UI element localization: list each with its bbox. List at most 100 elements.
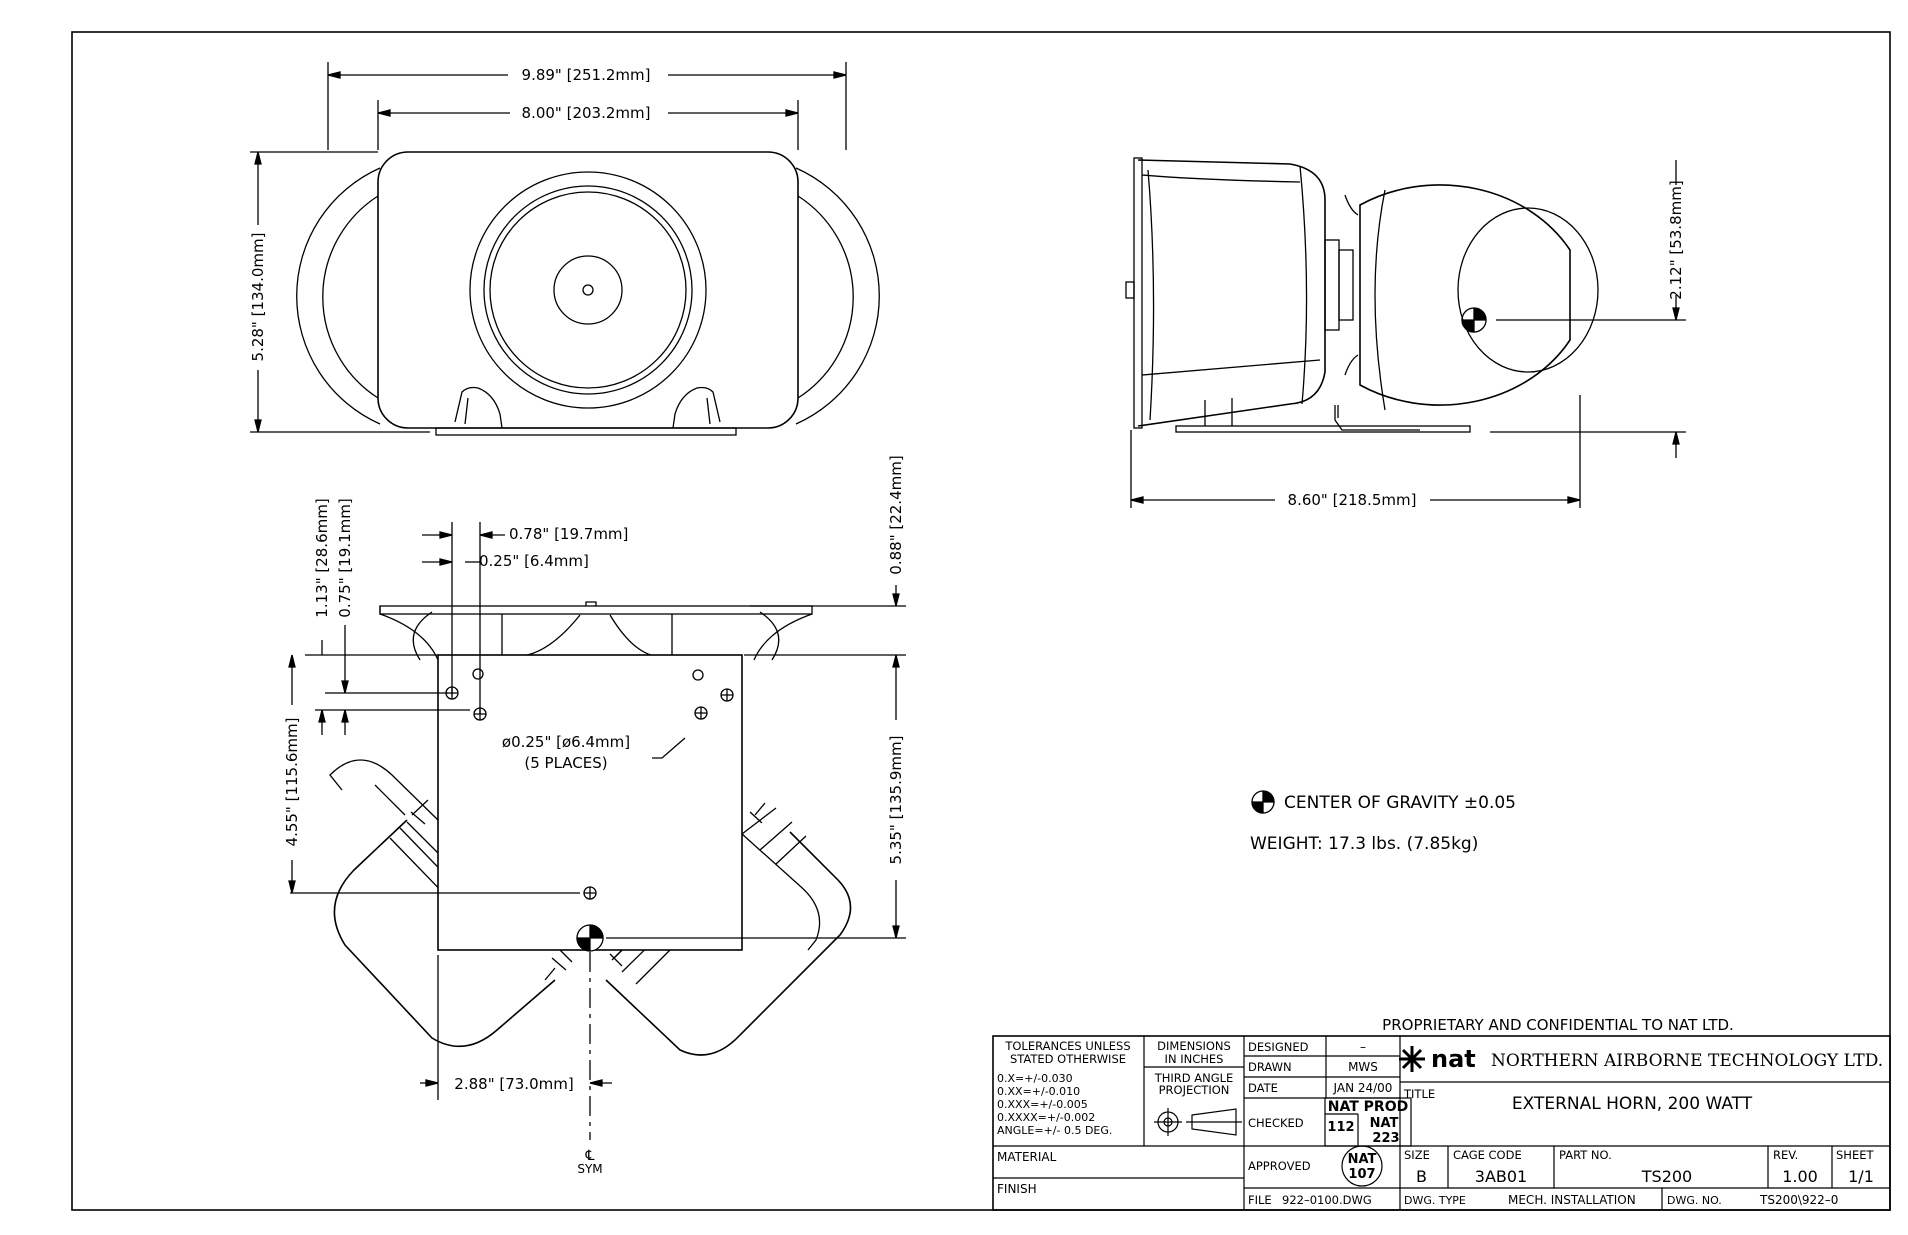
svg-text:3AB01: 3AB01: [1475, 1167, 1527, 1186]
centerline-symbol: ℄: [585, 1148, 595, 1164]
svg-text:1/1: 1/1: [1848, 1167, 1874, 1186]
svg-text:B: B: [1416, 1167, 1427, 1186]
svg-text:THIRD ANGLE: THIRD ANGLE: [1154, 1071, 1234, 1085]
svg-text:JAN 24/00: JAN 24/00: [1333, 1081, 1393, 1095]
dim-hole-x2: 0.25" [6.4mm]: [479, 552, 589, 570]
left-horn-outline: [296, 167, 381, 425]
driver-cap: [1457, 207, 1599, 373]
svg-text:DESIGNED: DESIGNED: [1248, 1040, 1309, 1054]
part-number: TS200: [1641, 1167, 1692, 1186]
bottom-body: [437, 654, 743, 951]
svg-text:1.00: 1.00: [1782, 1167, 1818, 1186]
svg-text:FINISH: FINISH: [997, 1182, 1037, 1196]
front-view-dimensions: [250, 62, 847, 433]
proprietary-notice: PROPRIETARY AND CONFIDENTIAL TO NAT LTD.: [1382, 1016, 1734, 1034]
dim-hole-span: 4.55" [115.6mm]: [283, 718, 301, 847]
bottom-flange: [379, 605, 813, 615]
notes-cg-symbol: [1251, 790, 1275, 814]
projection-symbol: [1154, 1108, 1242, 1136]
svg-text:DWG. NO.: DWG. NO.: [1667, 1194, 1722, 1207]
lower-left-horn: [333, 819, 556, 1048]
hole-callout-line2: (5 PLACES): [524, 754, 607, 772]
approved-stamp: [1341, 1145, 1383, 1187]
stamp-nat-prod: NAT PROD: [1328, 1099, 1408, 1115]
svg-text:TITLE: TITLE: [1403, 1087, 1435, 1101]
title-block: [992, 1035, 1891, 1211]
svg-text:TOLERANCES UNLESS: TOLERANCES UNLESS: [1004, 1039, 1130, 1053]
svg-text:–: –: [1360, 1040, 1366, 1054]
dim-hole-y2: 0.75" [19.1mm]: [336, 498, 354, 617]
speaker-center: [553, 255, 623, 325]
mounting-plate-front: [435, 427, 737, 436]
svg-text:NAT: NAT: [1348, 1152, 1377, 1167]
nat-logo: nat: [1431, 1045, 1476, 1073]
svg-text:223: 223: [1372, 1131, 1399, 1146]
side-view-dimensions: [1130, 160, 1686, 508]
bottom-view: [329, 601, 852, 1056]
driver-housing-side: [1359, 184, 1571, 406]
side-view: [1125, 157, 1599, 433]
nat-logo-icon: [1399, 1046, 1425, 1072]
svg-text:SIZE: SIZE: [1404, 1148, 1430, 1162]
svg-text:DIMENSIONS: DIMENSIONS: [1157, 1039, 1231, 1053]
svg-text:DRAWN: DRAWN: [1248, 1060, 1292, 1074]
svg-text:FILE: FILE: [1248, 1193, 1272, 1207]
dim-overall-width: 9.89" [251.2mm]: [522, 66, 651, 84]
svg-text:MWS: MWS: [1348, 1060, 1378, 1074]
horn-mouth-flange: [1133, 157, 1143, 429]
dim-depth: 8.60" [218.5mm]: [1288, 491, 1417, 509]
svg-text:PROJECTION: PROJECTION: [1159, 1083, 1230, 1097]
drawing-number: TS200\922–0: [1759, 1193, 1838, 1207]
speaker-outer-ring: [469, 171, 707, 409]
checked-stamp: [1324, 1097, 1412, 1147]
svg-text:0.X=+/-0.030: 0.X=+/-0.030: [997, 1072, 1073, 1085]
dim-flange: 0.88" [22.4mm]: [887, 455, 905, 574]
bottom-cg-symbol: [576, 924, 604, 952]
svg-text:SHEET: SHEET: [1836, 1148, 1874, 1162]
dim-cg-offset: 5.35" [135.9mm]: [887, 736, 905, 865]
front-view: [296, 151, 880, 436]
company-name: NORTHERN AIRBORNE TECHNOLOGY LTD.: [1491, 1051, 1883, 1071]
hole-callout-line1: ø0.25" [ø6.4mm]: [502, 733, 630, 751]
svg-text:STATED OTHERWISE: STATED OTHERWISE: [1010, 1052, 1126, 1066]
svg-text:IN INCHES: IN INCHES: [1165, 1052, 1224, 1066]
svg-text:ANGLE=+/- 0.5 DEG.: ANGLE=+/- 0.5 DEG.: [997, 1124, 1112, 1137]
svg-text:CAGE CODE: CAGE CODE: [1453, 1148, 1522, 1162]
svg-text:NAT: NAT: [1370, 1116, 1399, 1131]
svg-text:0.XXXX=+/-0.002: 0.XXXX=+/-0.002: [997, 1111, 1095, 1124]
side-cg-symbol: [1461, 307, 1487, 333]
drawing-title: EXTERNAL HORN, 200 WATT: [1512, 1094, 1753, 1114]
dim-height: 5.28" [134.0mm]: [249, 233, 267, 362]
svg-text:REV.: REV.: [1773, 1148, 1798, 1162]
dim-body-width: 8.00" [203.2mm]: [522, 104, 651, 122]
horn-bell-side: [1137, 159, 1326, 427]
weight-note: WEIGHT: 17.3 lbs. (7.85kg): [1250, 834, 1478, 854]
svg-text:112: 112: [1327, 1120, 1354, 1135]
svg-text:CHECKED: CHECKED: [1248, 1116, 1304, 1130]
horn-body-front: [377, 151, 799, 429]
svg-text:MECH. INSTALLATION: MECH. INSTALLATION: [1508, 1193, 1636, 1207]
svg-text:0.XXX=+/-0.005: 0.XXX=+/-0.005: [997, 1098, 1088, 1111]
svg-text:PART NO.: PART NO.: [1559, 1148, 1612, 1162]
dim-cg-x: 2.88" [73.0mm]: [454, 1075, 573, 1093]
svg-text:0.XX=+/-0.010: 0.XX=+/-0.010: [997, 1085, 1080, 1098]
lower-right-horn: [605, 831, 852, 1056]
svg-text:922–0100.DWG: 922–0100.DWG: [1282, 1193, 1372, 1207]
bottom-view-dimensions: [288, 522, 906, 1140]
svg-text:APPROVED: APPROVED: [1248, 1159, 1311, 1173]
hole-leader: [652, 737, 686, 759]
dim-hole-y1: 1.13" [28.6mm]: [313, 498, 331, 617]
svg-text:DWG. TYPE: DWG. TYPE: [1404, 1194, 1466, 1207]
svg-text:107: 107: [1348, 1167, 1375, 1182]
mounting-plate-side: [1175, 425, 1471, 433]
svg-text:MATERIAL: MATERIAL: [997, 1150, 1057, 1164]
svg-text:DATE: DATE: [1248, 1081, 1278, 1095]
dim-cg-height: 2.12" [53.8mm]: [1667, 180, 1685, 299]
cg-note: CENTER OF GRAVITY ±0.05: [1284, 793, 1516, 813]
dim-hole-x1: 0.78" [19.7mm]: [509, 525, 628, 543]
drawing-border: [71, 31, 1891, 1211]
right-horn-outline: [795, 167, 880, 425]
centerline-label: SYM: [577, 1162, 602, 1176]
